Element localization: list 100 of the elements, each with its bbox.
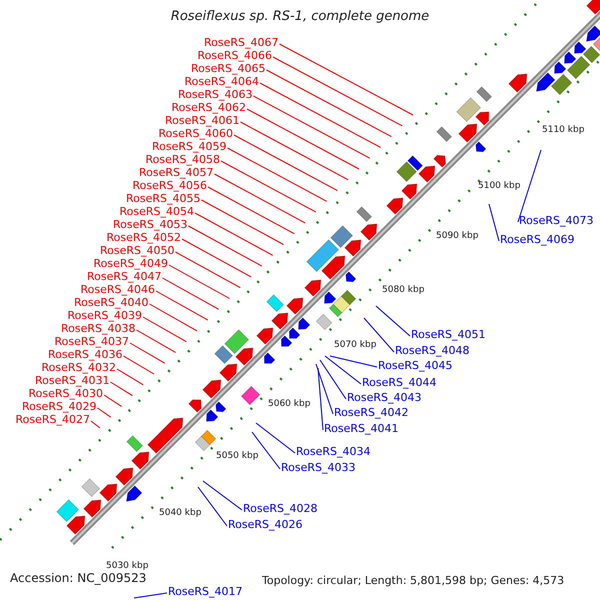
leader-line [488,204,500,242]
gene-label: RoseRS_4049 [94,257,168,271]
leader-line [252,432,280,470]
leader-line [240,122,349,180]
leader-line [142,316,187,342]
gene-label: RoseRS_4028 [243,502,318,516]
gene-label: RoseRS_4066 [198,49,272,63]
leader-line [134,592,168,598]
leader-line [202,480,242,510]
leader-line [104,394,122,407]
leader-line [234,134,338,192]
leader-line [123,356,154,374]
leader-line [198,486,228,526]
scale-label: 5030 kbp [106,560,148,573]
genome-summary-text: Topology: circular; Length: 5,801,598 bp; Genes: 4,573 [262,574,564,588]
leader-line [116,368,144,386]
leader-line [253,96,370,159]
leader-line [266,70,392,138]
gene-label: RoseRS_4034 [296,445,370,459]
leader-line [518,150,542,222]
gene-label: RoseRS_4063 [178,88,252,102]
gene-label: RoseRS_4048 [395,344,470,358]
gene-label: RoseRS_4017 [168,585,242,599]
gene-label: RoseRS_4042 [334,406,408,420]
gene-label: RoseRS_4039 [68,309,142,323]
leader-line [330,356,378,368]
gene-label: RoseRS_4056 [132,179,207,193]
gene-label: RoseRS_4054 [120,205,194,219]
leader-line [260,82,382,148]
leader-line [318,368,324,430]
gene-label: RoseRS_4069 [500,233,574,247]
gene-label: RoseRS_4051 [411,328,486,342]
gene-label: RoseRS_4061 [165,114,240,128]
gene-label: RoseRS_4073 [519,214,594,228]
gene-label: RoseRS_4047 [87,270,162,284]
gene-label: RoseRS_4052 [106,231,181,245]
leader-line [246,108,360,170]
diagram-title: Roseiflexus sp. RS-1, complete genome [170,9,430,24]
gene-label: RoseRS_4065 [191,62,266,76]
scale-label: 5070 kbp [334,339,376,352]
gene-label: RoseRS_4033 [281,461,356,475]
gene-label: RoseRS_4067 [204,36,278,50]
leader-line [201,200,284,245]
gene-label: RoseRS_4026 [228,518,302,532]
leader-line [90,420,100,428]
leader-line [188,226,262,267]
gene-label: RoseRS_4050 [100,244,174,258]
leader-line [316,364,334,414]
scale-label: 5050 kbp [216,450,258,463]
gene-label: RoseRS_4030 [28,387,103,401]
scale-label: 5110 kbp [542,124,584,137]
gene-label: RoseRS_4044 [362,376,436,390]
leader-line [220,160,316,213]
leader-line [182,238,252,278]
leader-line [272,56,403,126]
gene-label: RoseRS_4032 [42,361,116,375]
scale-label: 5060 kbp [268,398,310,411]
leader-line [162,278,220,310]
gene-label: RoseRS_4043 [347,391,422,405]
leader-line [279,44,414,116]
leader-line [227,148,328,202]
gene-label: RoseRS_4040 [74,296,148,310]
leader-line [156,290,208,321]
gene-label: RoseRS_4036 [48,348,122,362]
gene-label: RoseRS_4027 [16,413,90,427]
gene-label: RoseRS_4062 [172,101,246,115]
gene-label: RoseRS_4046 [80,283,155,297]
gene-label: RoseRS_4038 [61,322,136,336]
leader-line [256,422,296,454]
gene-label: RoseRS_4053 [113,218,188,232]
leader-line [97,408,112,418]
gene-label: RoseRS_4058 [146,153,220,167]
gene-label: RoseRS_4029 [22,400,96,414]
gene-label: RoseRS_4055 [126,192,200,206]
scale-label: 5040 kbp [159,507,202,520]
gene-label: RoseRS_4041 [324,422,398,436]
leader-line [168,264,230,299]
leader-line [324,356,362,384]
leader-line [208,186,295,234]
leader-line [214,174,306,224]
gene-label: RoseRS_4064 [184,75,259,89]
leader-line [376,306,410,336]
leader-line [149,304,198,332]
scale-label: 5090 kbp [436,230,478,243]
leader-line [194,212,274,256]
gene-label: RoseRS_4057 [139,166,214,180]
accession-text: Accession: NC_009523 [10,571,146,585]
gene-label: RoseRS_4037 [54,335,129,349]
scale-label: 5080 kbp [382,284,424,297]
gene-label: RoseRS_4045 [378,359,452,373]
gene-label: RoseRS_4031 [35,374,110,388]
leader-line [175,252,241,288]
leader-line [364,318,394,352]
leader-line [136,330,176,353]
gene-label: RoseRS_4060 [158,127,233,141]
scale-label: 5100 kbp [478,180,520,193]
leader-line [110,382,133,396]
leader-line [130,342,166,364]
leader-line [320,360,346,400]
gene-label: RoseRS_4059 [152,140,226,154]
